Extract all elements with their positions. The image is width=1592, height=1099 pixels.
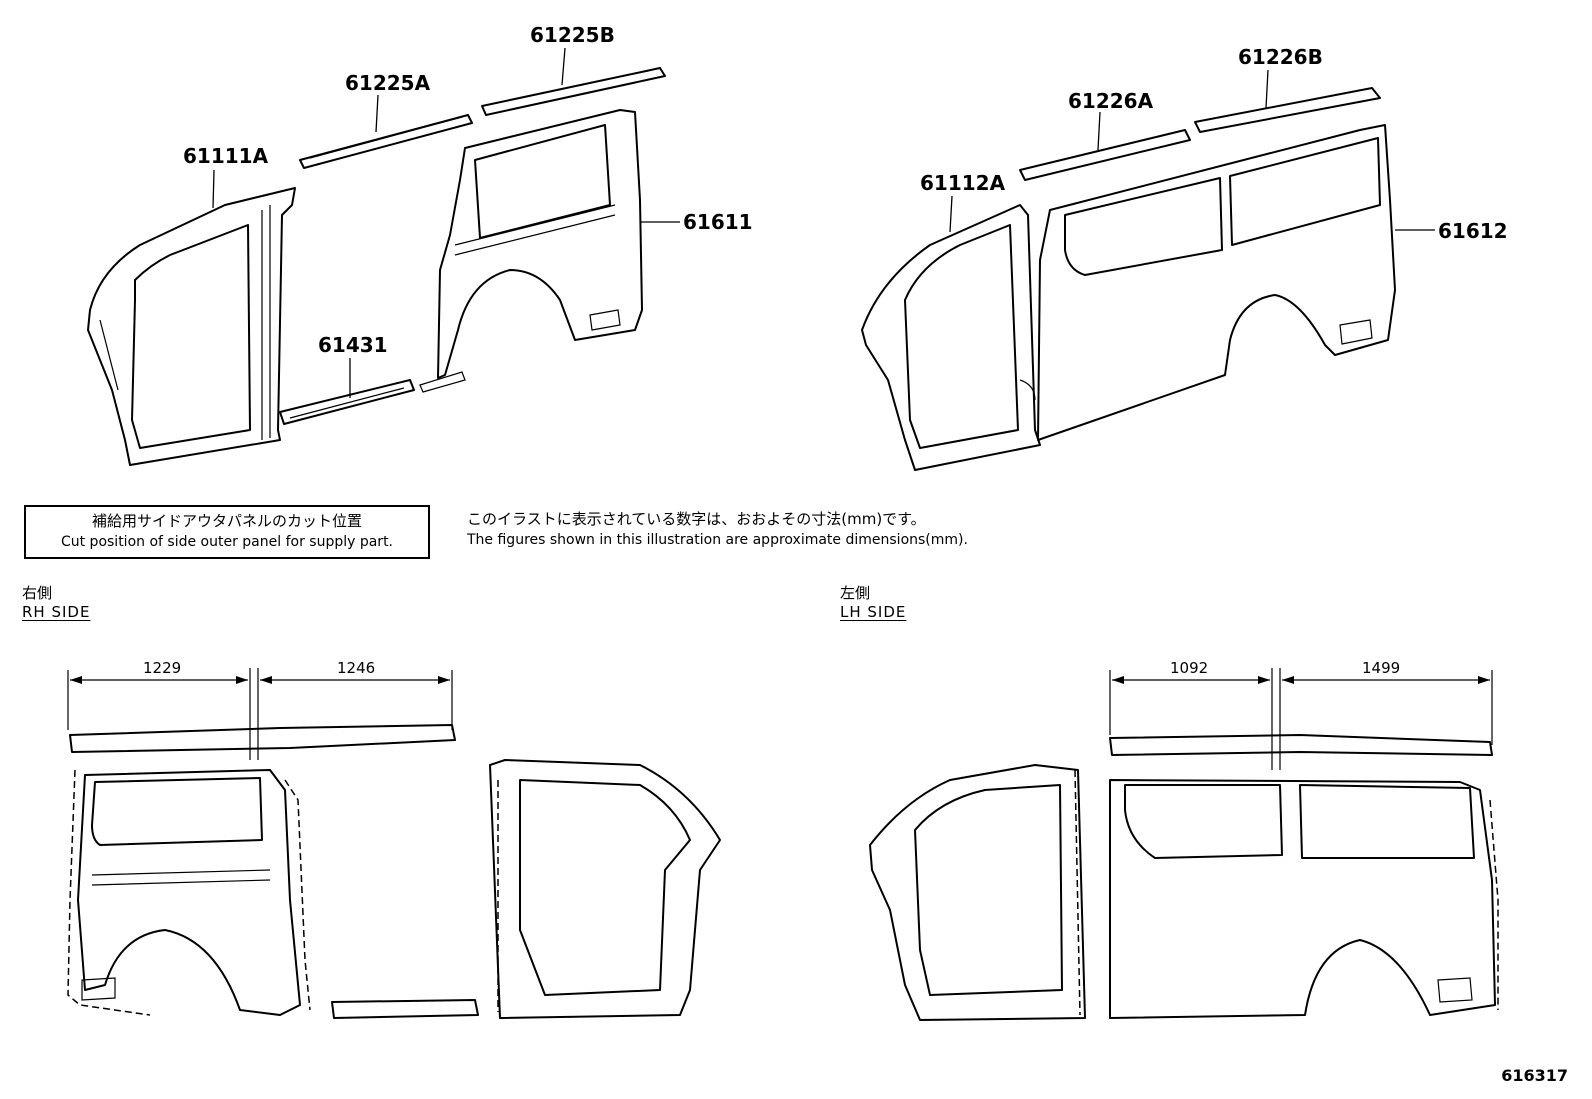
dim-lh-1499: 1499 <box>1362 659 1400 677</box>
rh-dimension-line <box>67 668 453 760</box>
dim-rh-1246: 1246 <box>337 659 375 677</box>
lh-side-jp: 左側 <box>840 584 871 602</box>
lh-side-en: LH SIDE <box>840 603 907 621</box>
dim-lh-1092: 1092 <box>1170 659 1208 677</box>
cut-note-en: Cut position of side outer panel for sup… <box>60 534 394 550</box>
label-61431: 61431 <box>318 333 388 357</box>
part-61611-panel <box>419 109 643 393</box>
cut-position-note: 補給用サイドアウタパネルのカット位置 Cut position of side … <box>24 505 430 559</box>
part-61225b-rail <box>481 67 666 116</box>
rh-rear-panel-cut <box>67 769 311 1016</box>
part-61226a-rail <box>1019 129 1191 181</box>
figure-number: 616317 <box>1501 1066 1568 1085</box>
rh-side-jp: 右側 <box>22 584 53 602</box>
part-61225a-rail <box>299 114 473 169</box>
lh-dimension-line <box>1109 668 1493 770</box>
label-61612: 61612 <box>1438 219 1508 243</box>
part-61612-panel <box>1037 124 1396 441</box>
rh-side-en: RH SIDE <box>22 603 91 621</box>
part-61431-rocker <box>279 379 415 425</box>
part-61226b-rail <box>1194 87 1381 133</box>
lh-roof-rail-cut <box>1109 734 1493 756</box>
part-61111a-panel <box>87 187 296 466</box>
label-61611: 61611 <box>683 210 753 234</box>
label-61111a: 61111A <box>183 144 269 168</box>
rh-roof-rail-cut <box>69 724 456 753</box>
label-61112a: 61112A <box>920 171 1006 195</box>
dim-rh-1229: 1229 <box>143 659 181 677</box>
label-61225b: 61225B <box>530 23 615 47</box>
lh-rear-panel-cut <box>1109 779 1499 1019</box>
rh-side-heading: 右側 RH SIDE <box>22 584 90 622</box>
label-61226a: 61226A <box>1068 89 1154 113</box>
cut-note-jp: 補給用サイドアウタパネルのカット位置 <box>91 512 362 530</box>
lh-side-heading: 左側 LH SIDE <box>840 584 906 622</box>
dims-note-jp: このイラストに表示されている数字は、おおよその寸法(mm)です。 <box>467 510 926 528</box>
label-61226b: 61226B <box>1238 45 1323 69</box>
label-61225a: 61225A <box>345 71 431 95</box>
part-61112a-panel <box>861 204 1041 471</box>
dimensions-note: このイラストに表示されている数字は、おおよその寸法(mm)です。 The fig… <box>467 508 968 550</box>
rh-rocker-cut <box>331 999 479 1019</box>
dims-note-en: The figures shown in this illustration a… <box>467 532 968 548</box>
lh-front-pillar-cut <box>869 764 1086 1021</box>
rh-front-pillar-cut <box>489 759 721 1019</box>
